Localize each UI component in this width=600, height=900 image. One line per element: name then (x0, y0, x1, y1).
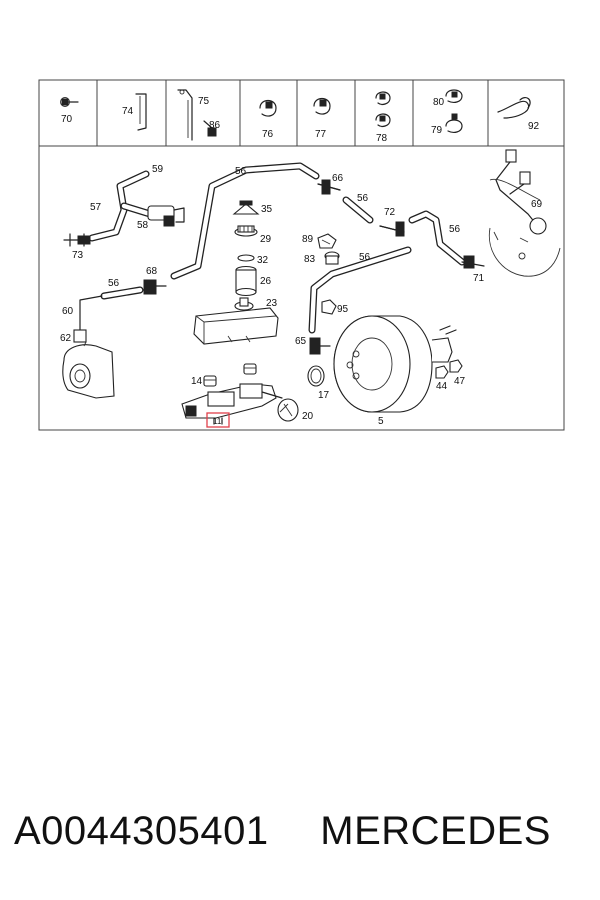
label-56-a: 56 (235, 166, 247, 177)
diagram-frame (38, 79, 565, 431)
label-76: 76 (262, 129, 274, 140)
part-56-curved-pipe-icon (408, 210, 466, 266)
part-79-clip-icon (445, 113, 463, 133)
part-60-pipe-icon (79, 295, 103, 331)
part-11-highlight-box[interactable] (206, 412, 230, 428)
caption: A0044305401 MERCEDES (14, 806, 594, 862)
part-56-pipe-icon (170, 162, 320, 280)
label-95: 95 (337, 304, 349, 315)
part-56-short-pipe-icon (342, 196, 374, 224)
part-5-brake-booster-icon (333, 315, 457, 413)
label-23: 23 (266, 298, 278, 309)
header-cell-dividers (96, 80, 489, 146)
part-35-cap-icon (232, 200, 260, 215)
part-26-filter-icon (235, 265, 257, 297)
label-66: 66 (332, 173, 344, 184)
part-57-hose-icon (88, 170, 154, 242)
part-83-grommet-icon (324, 251, 340, 265)
part-32-ring-icon (237, 254, 255, 262)
label-72: 72 (384, 207, 396, 218)
label-11: 11 (213, 417, 222, 426)
label-62: 62 (60, 333, 72, 344)
label-58: 58 (137, 220, 149, 231)
part-72-fitting-icon (379, 221, 405, 237)
part-77-clip-icon (313, 97, 331, 115)
part-44-nut-icon (435, 365, 449, 379)
part-47-nut-icon (449, 359, 463, 373)
label-70: 70 (61, 114, 73, 125)
part-71-fitting-icon (461, 255, 485, 269)
part-86-bolt-icon (203, 120, 217, 137)
part-62-nut-icon (73, 329, 87, 343)
part-80-clip-icon (445, 89, 463, 103)
part-20-gasket-icon (277, 398, 299, 422)
part-66-fitting-icon (317, 179, 341, 195)
part-23-reservoir-icon (193, 297, 279, 345)
label-83: 83 (304, 254, 316, 265)
label-65: 65 (295, 336, 307, 347)
part-95-plug-icon (321, 299, 337, 315)
part-89-nut-icon (317, 233, 337, 249)
label-78: 78 (376, 133, 388, 144)
label-79: 79 (431, 125, 443, 136)
label-57: 57 (90, 202, 102, 213)
label-59: 59 (152, 164, 164, 175)
label-69: 69 (531, 199, 543, 210)
part-78-double-clip-icon (375, 91, 391, 127)
part-56-vertical-pipe-icon (308, 246, 412, 334)
part-70-screw-icon (60, 97, 79, 107)
part-29-seal-icon (234, 225, 258, 237)
caliper-outline-icon (62, 341, 115, 399)
label-56-b: 56 (357, 193, 369, 204)
label-14: 14 (191, 376, 203, 387)
label-80: 80 (433, 97, 445, 108)
label-56-c: 56 (449, 224, 461, 235)
label-26: 26 (260, 276, 272, 287)
label-71: 71 (473, 273, 485, 284)
master-cylinder-icon (181, 383, 283, 425)
hub-outline-icon (488, 227, 561, 277)
label-86: 86 (209, 120, 221, 131)
part-92-clamp-icon (497, 96, 531, 119)
label-56-d: 56 (359, 252, 371, 263)
brand-name: MERCEDES (320, 809, 551, 853)
label-74: 74 (122, 106, 134, 117)
label-77: 77 (315, 129, 327, 140)
part-68-fitting-icon (143, 279, 167, 295)
part-58-valve-icon (147, 205, 185, 227)
label-17: 17 (318, 390, 330, 401)
part-17-seal-ring-icon (307, 365, 325, 387)
label-89: 89 (302, 234, 314, 245)
label-47: 47 (454, 376, 466, 387)
label-35: 35 (261, 204, 273, 215)
part-75-bracket-icon (177, 89, 193, 141)
label-5: 5 (378, 416, 384, 427)
part-14-grommet-icon (203, 363, 257, 387)
part-69-sensor-cable-icon (489, 149, 547, 235)
part-74-bracket-icon (135, 93, 147, 131)
label-32: 32 (257, 255, 269, 266)
label-60: 60 (62, 306, 74, 317)
part-number: A0044305401 (14, 809, 269, 853)
label-56-e: 56 (108, 278, 120, 289)
part-73-connector-icon (63, 233, 91, 247)
label-92: 92 (528, 121, 540, 132)
part-65-fitting-icon (309, 337, 331, 355)
label-73: 73 (72, 250, 84, 261)
label-75: 75 (198, 96, 210, 107)
label-68: 68 (146, 266, 158, 277)
label-20: 20 (302, 411, 314, 422)
part-56-left-pipe-icon (100, 286, 144, 300)
label-29: 29 (260, 234, 272, 245)
label-44: 44 (436, 381, 448, 392)
part-76-clip-icon (259, 99, 277, 117)
